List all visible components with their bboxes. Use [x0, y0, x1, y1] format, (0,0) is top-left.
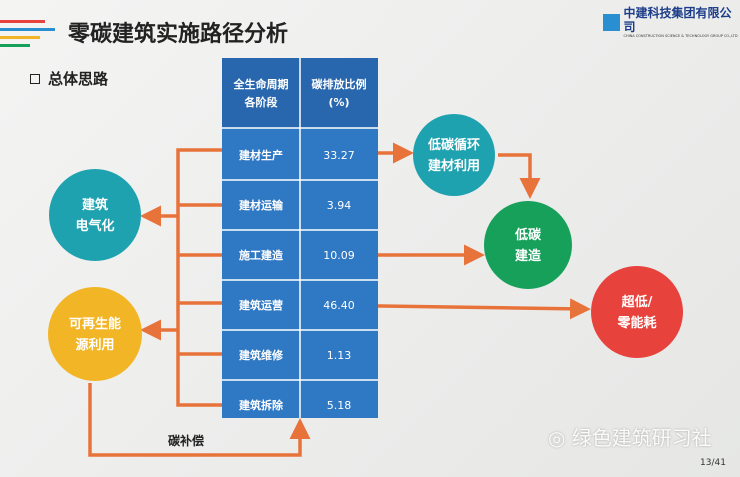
row-stage: 建材生产	[239, 148, 283, 162]
row-stage: 建筑维修	[239, 348, 284, 362]
node-label: 建筑	[82, 197, 108, 213]
carbon-offset-label: 碳补偿	[168, 433, 204, 448]
node-label: 超低/	[622, 294, 653, 310]
node-lowcarbon-build	[484, 201, 572, 289]
arrow-to-ultra-low	[377, 298, 591, 320]
row-value: 33.27	[323, 149, 355, 162]
node-label: 建造	[515, 248, 542, 264]
node-label: 低碳循环	[427, 137, 480, 153]
stripe-green	[0, 44, 30, 47]
row-value: 3.94	[327, 199, 352, 212]
row-stage: 建筑拆除	[239, 398, 284, 412]
row-stage: 建筑运营	[239, 298, 283, 312]
row-value: 5.18	[327, 399, 352, 412]
watermark-text: 绿色建筑研习社	[571, 426, 712, 450]
node-recycle	[413, 114, 495, 196]
stripe-blue	[0, 28, 55, 31]
node-electrification	[49, 169, 141, 261]
page-number: 13/41	[700, 458, 726, 468]
logo-icon	[603, 14, 620, 31]
header-ratio-2: (%)	[328, 96, 349, 109]
row-value: 10.09	[323, 249, 355, 262]
row-value: 46.40	[323, 299, 355, 312]
node-renewable	[48, 287, 142, 381]
emission-table: 全生命周期 各阶段 碳排放比例 (%) 建材生产 33.27 建材运输 3.94…	[222, 58, 378, 418]
node-label: 建材利用	[428, 158, 480, 174]
section-label: 总体思路	[48, 70, 109, 88]
row-value: 1.13	[327, 349, 352, 362]
logo-name-cn: 中建科技集团有限公司	[623, 6, 732, 34]
node-label: 可再生能	[69, 316, 121, 332]
company-logo: 中建科技集团有限公司 CHINA CONSTRUCTION SCIENCE & …	[603, 6, 740, 39]
node-ultra-low	[591, 266, 683, 358]
node-label: 源利用	[75, 337, 114, 353]
header-ratio-1: 碳排放比例	[312, 77, 367, 91]
stripe-red	[0, 20, 45, 23]
row-stage: 施工建造	[239, 248, 284, 262]
section-heading: 总体思路	[30, 70, 108, 88]
bullet-box-icon	[30, 74, 40, 84]
header-stage-2: 各阶段	[244, 95, 278, 109]
page-title: 零碳建筑实施路径分析	[68, 22, 289, 47]
row-stage: 建材运输	[239, 198, 284, 212]
node-label: 电气化	[75, 218, 114, 234]
arrow-to-lowcarbon-build	[498, 153, 541, 199]
header-stage-1: 全生命周期	[233, 77, 289, 91]
node-label: 零能耗	[616, 315, 656, 331]
arrow-carbon-offset	[88, 383, 311, 457]
bracket-line	[176, 148, 222, 407]
stripe-yellow	[0, 36, 40, 39]
arrows	[88, 142, 591, 457]
logo-name-en: CHINA CONSTRUCTION SCIENCE & TECHNOLOGY …	[623, 34, 738, 38]
watermark: ◎ 绿色建筑研习社	[548, 426, 712, 450]
node-label: 低碳	[514, 227, 542, 243]
